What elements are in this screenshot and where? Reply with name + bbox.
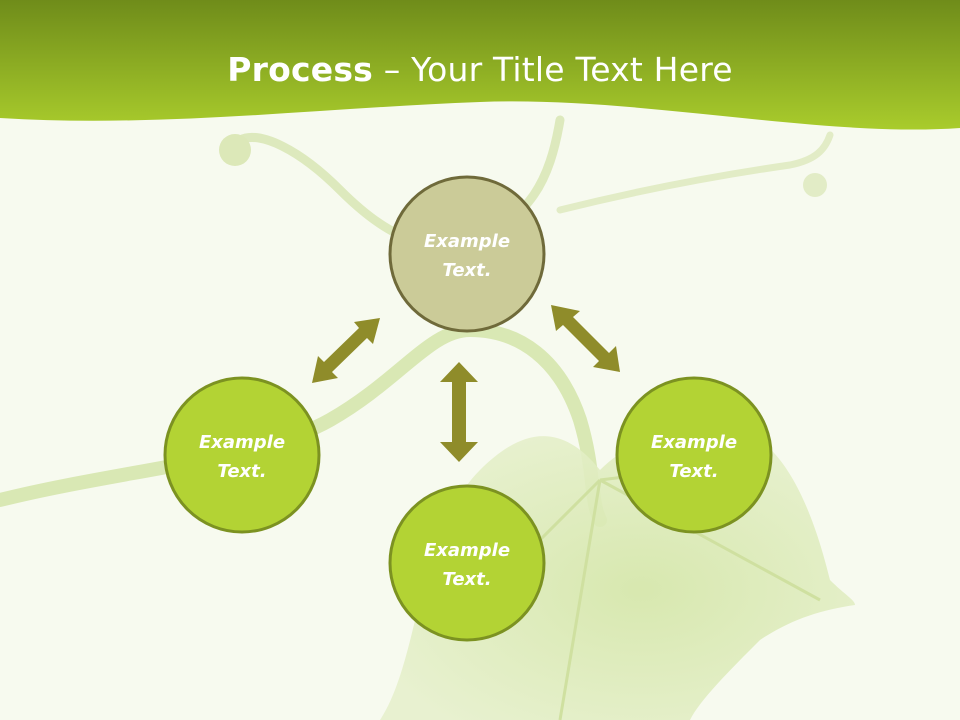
arrow-vertical (440, 362, 478, 462)
slide-title: Process – Your Title Text Here (0, 50, 960, 89)
vine-tendril-right (556, 131, 834, 214)
vine-bud-right (803, 173, 827, 197)
slide-title-bold: Process (227, 50, 374, 89)
node-right-line1: Example (651, 432, 737, 453)
node-left-line1: Example (199, 432, 285, 453)
node-left: Example Text. (163, 376, 321, 534)
leaf-vein-1 (558, 479, 602, 720)
node-bottom-line2: Text. (442, 569, 491, 590)
node-bottom: Example Text. (388, 484, 546, 642)
node-left-line2: Text. (217, 461, 266, 482)
node-top-line2: Text. (442, 260, 491, 281)
arrow-top-left (312, 318, 380, 383)
vine-bud-left (219, 134, 251, 166)
node-right: Example Text. (615, 376, 773, 534)
header-band (0, 0, 960, 130)
node-right-line2: Text. (669, 461, 718, 482)
slide-title-rest: – Your Title Text Here (373, 50, 733, 89)
node-top: Example Text. (388, 175, 546, 333)
node-top-line1: Example (424, 231, 510, 252)
arrow-top-right (551, 305, 620, 372)
node-bottom-line1: Example (424, 540, 510, 561)
